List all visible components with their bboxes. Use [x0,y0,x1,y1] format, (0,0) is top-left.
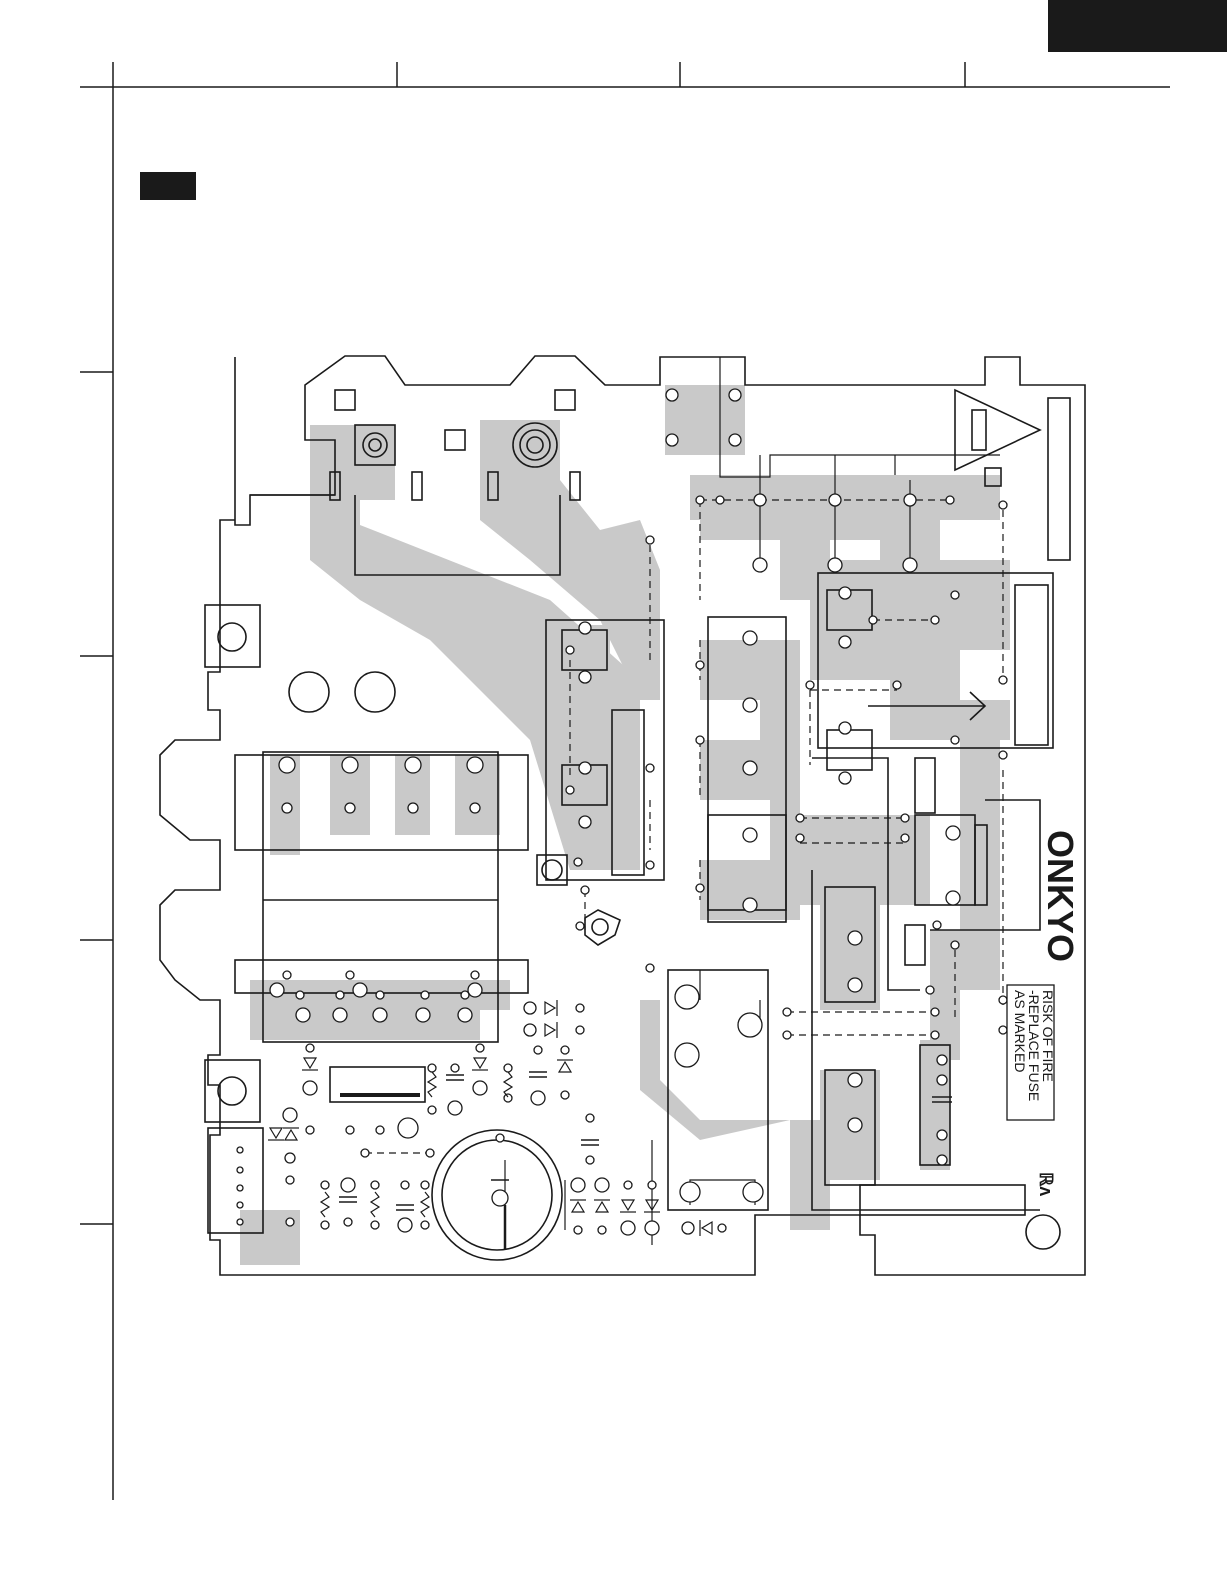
brand-logo: ONKYO [1040,830,1081,962]
warning-line-3: AS MARKED [1012,990,1028,1072]
cert-mark: ℝʌ [1036,1172,1056,1196]
fuse-warning: RISK OF FIRE -REPLACE FUSE AS MARKED [1007,985,1056,1120]
